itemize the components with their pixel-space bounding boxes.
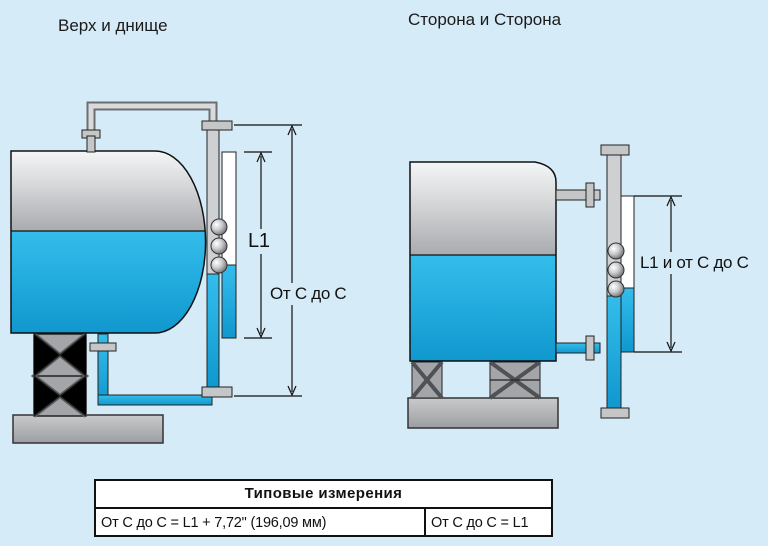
left-tank [11, 151, 206, 333]
left-base-slab [12, 414, 164, 444]
right-top-flange [600, 144, 630, 156]
right-float-ball-2 [607, 261, 625, 279]
side-side-formula: От С до С = L1 [431, 515, 529, 531]
right-l1-ctc-dimension [634, 195, 682, 353]
left-float-ball-1 [210, 218, 228, 236]
typical-measurements-table: Типовые измерения От С до С = L1 + 7,72"… [94, 479, 553, 537]
right-base-slab [407, 397, 559, 429]
left-float-ball-2 [210, 237, 228, 255]
left-truss-support [30, 332, 90, 418]
right-tank [410, 162, 556, 361]
side-side-title: Сторона и Сторона [408, 10, 562, 29]
right-truss-support [410, 360, 542, 400]
top-bottom-title: Верх и днище [58, 16, 168, 35]
measurements-title: Типовые измерения [96, 481, 551, 509]
center-to-center-label: От С до С [268, 283, 349, 305]
top-bottom-assembly [10, 101, 302, 444]
measurements-row: От С до С = L1 + 7,72" (196,09 мм) От С … [96, 509, 551, 537]
right-bottom-flange [600, 407, 630, 419]
l1-label: L1 [246, 229, 272, 254]
left-ctc-dimension [234, 124, 302, 397]
right-float-ball-1 [607, 242, 625, 260]
left-float-ball-3 [210, 256, 228, 274]
top-bottom-formula: От С до С = L1 + 7,72" (196,09 мм) [96, 509, 426, 537]
right-float-ball-3 [607, 280, 625, 298]
left-top-flange [201, 120, 233, 131]
l1-and-center-to-center-label: L1 и от С до С [638, 252, 751, 274]
side-side-assembly [407, 144, 682, 429]
left-bottom-flange [201, 386, 233, 398]
